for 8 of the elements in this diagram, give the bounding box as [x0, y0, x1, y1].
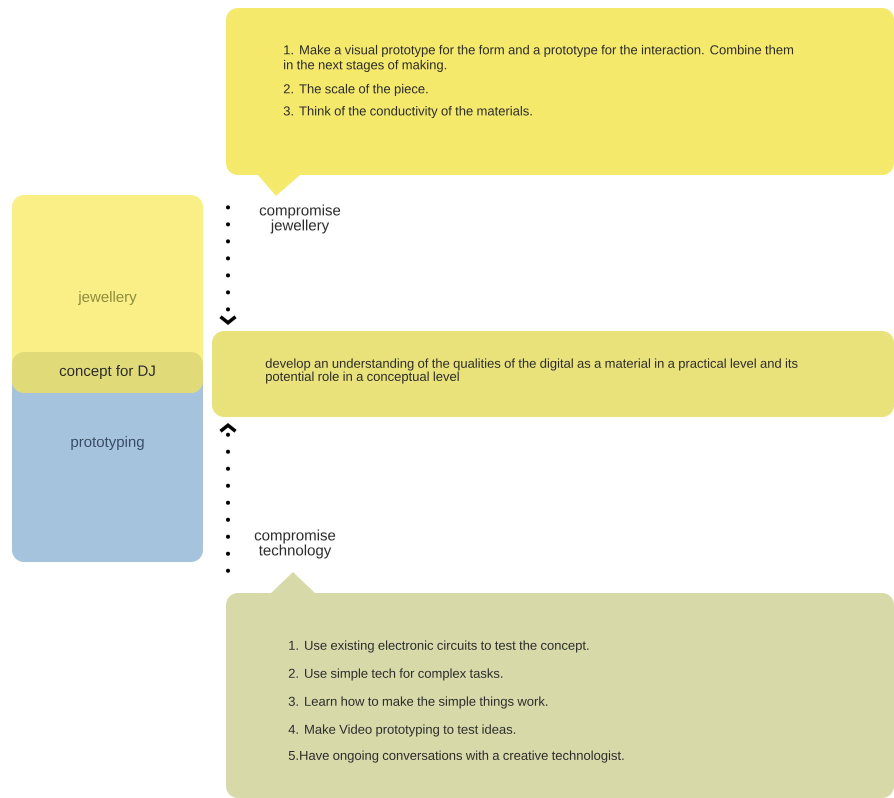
compromise-label: compromise technology: [254, 530, 336, 558]
concept-box: concept for DJ: [12, 352, 203, 393]
callout-box: 1. Make a visual prototype for the form and a prototype for the interaction. Combine them in the next stages of making. 2. The scale of the piece. 3. Think of the conductivity of the materials.: [226, 8, 894, 196]
goal-box: develop an understanding of the qualities of the digital as a material in a practical level and its potential role in a conceptual level: [212, 331, 894, 417]
compromise-label: compromise jewellery: [260, 204, 340, 234]
callout-box: 1. Use existing electronic circuits to test the concept. 2. Use simple tech for complex tasks. 3. Learn how to make the simple things work. 4. Make Video prototyping to test ideas. 5.Have ongoing conversations with a creative technologist.: [226, 572, 894, 798]
dotted-arrow: [219, 205, 237, 325]
dotted-arrow: [219, 423, 237, 573]
